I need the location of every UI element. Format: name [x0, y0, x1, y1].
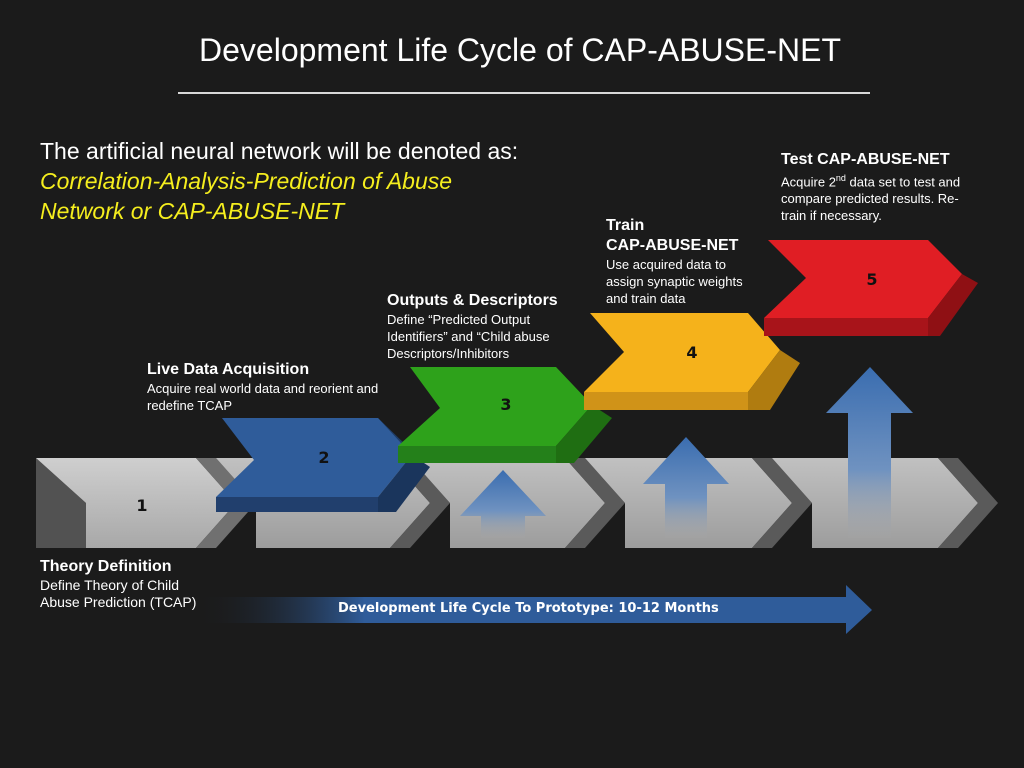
step-4-heading-line-2: CAP-ABUSE-NET — [606, 237, 739, 254]
step-1-desc-line-1: Define Theory of Child — [40, 577, 180, 593]
step-5-desc-pre: Acquire 2 — [781, 174, 836, 190]
band-segment-4-shade — [752, 458, 812, 548]
step-2-desc-line-2: redefine TCAP — [147, 398, 233, 413]
step-1-desc-line-2: Abuse Prediction (TCAP) — [40, 594, 197, 610]
step-3-desc-line-1: Define “Predicted Output — [387, 312, 531, 327]
step-3-desc-line-3: Descriptors/Inhibitors — [387, 346, 510, 361]
chevron-step-3 — [398, 367, 612, 463]
up-arrow-3 — [826, 367, 913, 538]
up-arrow-2 — [643, 437, 729, 538]
step-1-text: Theory Definition Define Theory of Child… — [40, 557, 240, 611]
step-4-desc-line-1: Use acquired data to — [606, 257, 726, 272]
band-segment-3-shade — [565, 458, 625, 548]
chevron-3-bottom — [398, 446, 556, 463]
chevron-5-bottom — [764, 318, 928, 336]
step-2-text: Live Data Acquisition Acquire real world… — [147, 360, 407, 414]
step-4-desc-line-3: and train data — [606, 291, 686, 306]
chevron-1-number: 1 — [136, 496, 147, 515]
step-2-desc-line-1: Acquire real world data and reorient and — [147, 381, 379, 396]
step-5-desc-line-0: Acquire 2nd data set to test and — [781, 170, 991, 190]
step-3-text: Outputs & Descriptors Define “Predicted … — [387, 291, 597, 362]
chevron-2-side — [378, 455, 430, 512]
chevron-step-4 — [584, 313, 800, 410]
intro-highlight-line-2: Network or CAP-ABUSE-NET — [40, 198, 345, 224]
grey-chevron-band — [36, 458, 998, 548]
timeline-arrow — [196, 585, 872, 634]
chevron-5-front — [764, 240, 962, 318]
page-title: Development Life Cycle of CAP-ABUSE-NET — [199, 32, 841, 68]
step-3-desc-line-2: Identifiers” and “Child abuse — [387, 329, 550, 344]
chevron-step-5 — [764, 240, 978, 336]
chevron-3-front — [398, 367, 592, 446]
step-4-desc-line-2: assign synaptic weights — [606, 274, 743, 289]
step-5-desc-post: data set to test and — [845, 174, 961, 190]
band-segment-5-shade — [938, 458, 998, 548]
chevron-4-front — [584, 313, 780, 392]
chevron-4-bottom — [584, 392, 748, 410]
chevron-4-side — [748, 350, 800, 410]
chevron-step-2 — [216, 418, 430, 512]
step-1-heading: Theory Definition — [40, 558, 172, 575]
chevron-4-number: 4 — [686, 343, 697, 362]
intro-text: The artificial neural network will be de… — [40, 136, 600, 226]
step-4-heading-line-1: Train — [606, 217, 645, 234]
chevron-3-number: 3 — [500, 395, 511, 414]
intro-line: The artificial neural network will be de… — [40, 138, 519, 164]
chevron-5-number: 5 — [866, 270, 877, 289]
chevron-3-side — [556, 405, 612, 463]
step-3-heading: Outputs & Descriptors — [387, 292, 558, 309]
step-5-text: Test CAP-ABUSE-NET Acquire 2nd data set … — [781, 150, 991, 224]
intro-highlight-line-1: Correlation-Analysis-Prediction of Abuse — [40, 168, 453, 194]
chevron-2-front — [216, 418, 412, 497]
step-5-desc-line-1: compare predicted results. Re- — [781, 191, 959, 207]
chevron-2-number: 2 — [318, 448, 329, 467]
up-arrows — [460, 367, 913, 538]
step-5-heading: Test CAP-ABUSE-NET — [781, 151, 950, 168]
timeline-label: Development Life Cycle To Prototype: 10-… — [338, 601, 719, 616]
chevron-5-side — [928, 274, 978, 336]
up-arrow-1 — [460, 470, 546, 538]
step-5-desc-line-2: train if necessary. — [781, 208, 882, 224]
chevron-2-bottom — [216, 497, 378, 512]
step-4-text: Train CAP-ABUSE-NET Use acquired data to… — [606, 216, 766, 307]
step-5-desc-sup: nd — [835, 173, 846, 183]
band-segment-1-left-cut — [36, 458, 86, 548]
title-divider — [178, 92, 870, 94]
step-2-heading: Live Data Acquisition — [147, 361, 310, 378]
